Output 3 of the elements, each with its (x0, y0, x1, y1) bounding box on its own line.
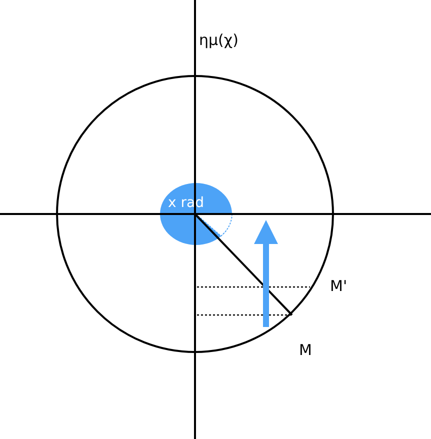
axis-label: ημ(χ) (199, 33, 238, 48)
point-label: M (299, 343, 312, 358)
point-label: M' (330, 279, 348, 294)
